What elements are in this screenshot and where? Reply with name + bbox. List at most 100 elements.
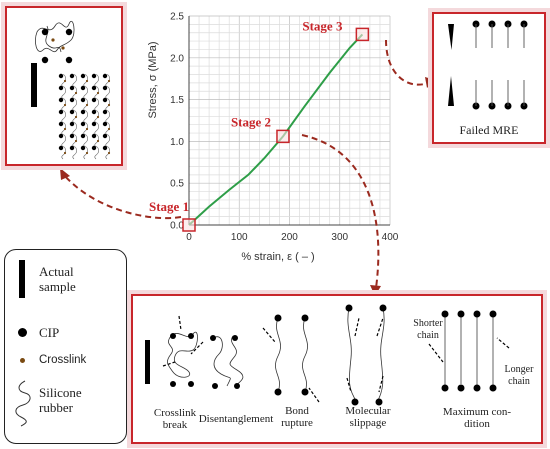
- mechanisms-illustration: [145, 304, 510, 406]
- x-tick-label: 200: [281, 232, 298, 243]
- y-tick-label: 2.5: [170, 12, 184, 23]
- cip-grid: [58, 73, 111, 160]
- arrow-stage2-head: [370, 285, 381, 296]
- crosslink-dot: [107, 127, 111, 131]
- squiggle: [93, 122, 99, 136]
- squiggle: [104, 134, 110, 148]
- cip-dot: [102, 109, 108, 115]
- cip-dot: [58, 73, 64, 79]
- disentanglement-illustration: [210, 335, 244, 389]
- legend-crosslink: Crosslink: [39, 354, 87, 366]
- caption-maximum-condition: Maximum con-dition: [442, 406, 512, 430]
- broken-chains: [472, 20, 528, 110]
- cip-dot: [69, 97, 75, 103]
- black-dot-icon: [18, 328, 27, 337]
- squiggle: [71, 98, 77, 112]
- arrow-stage3-to-panel: [385, 39, 429, 86]
- bond-rupture-illustration: [262, 314, 320, 403]
- cip-dot: [80, 121, 86, 127]
- stage1-inset-panel: [5, 6, 123, 166]
- cip-dot: [80, 85, 86, 91]
- stage-label: Stage 2: [231, 114, 271, 129]
- crosslink-dot: [74, 91, 78, 95]
- y-tick-label: 2.0: [170, 53, 184, 64]
- cip-dot: [91, 85, 97, 91]
- squiggle: [104, 86, 110, 100]
- cip-dot: [58, 145, 64, 151]
- cip-dot: [102, 97, 108, 103]
- squiggle: [71, 74, 77, 88]
- crosslink-dot: [85, 103, 89, 107]
- crosslink-dot: [96, 139, 100, 143]
- stage-marker-box: [355, 27, 370, 42]
- crosslink-dot: [107, 103, 111, 107]
- stage-markers: Stage 1 Stage 2 Stage 3: [149, 18, 370, 232]
- cip-dot: [102, 73, 108, 79]
- cip-dot: [58, 109, 64, 115]
- stage-label: Stage 1: [149, 199, 189, 214]
- cip-dot: [91, 73, 97, 79]
- stage3-inset-panel: Failed MRE: [432, 12, 546, 144]
- cip-dot: [58, 121, 64, 127]
- crosslink-dot: [63, 151, 67, 155]
- y-tick-label: 0.0: [170, 221, 184, 232]
- stage-label: Stage 3: [302, 18, 343, 33]
- y-tick-label: 1.0: [170, 137, 184, 148]
- squiggle: [71, 122, 77, 136]
- stage-marker-box: [276, 129, 290, 144]
- cip-dot: [69, 73, 75, 79]
- legend-cip: CIP: [39, 325, 60, 340]
- chart-grid: [188, 15, 391, 226]
- stress-strain-curve: [188, 33, 364, 226]
- cip-dot: [91, 145, 97, 151]
- cip-dot: [69, 121, 75, 127]
- cip-dot: [80, 73, 86, 79]
- black-bar-icon: [19, 260, 25, 298]
- arrow-stage2-to-panel: [301, 134, 380, 289]
- cip-dot: [69, 133, 75, 139]
- x-axis-label: % strain, ε ( – ): [241, 251, 314, 263]
- y-tick-label: 0.5: [170, 179, 184, 190]
- cip-dot: [91, 109, 97, 115]
- crosslink-dot: [107, 79, 111, 83]
- arrow-stage1-head: [60, 168, 70, 180]
- x-tick-label: 0: [186, 232, 192, 243]
- squiggle: [82, 110, 88, 124]
- molecular-slippage-illustration: [345, 304, 387, 406]
- cip-dot: [91, 97, 97, 103]
- cip-dot: [69, 109, 75, 115]
- x-tick-label: 100: [231, 232, 248, 243]
- broken-sample-top-icon: [448, 24, 454, 50]
- squiggle: [93, 98, 99, 112]
- broken-sample-bottom-icon: [448, 76, 454, 106]
- failed-mre-illustration: [448, 20, 528, 110]
- squiggle: [82, 134, 88, 148]
- cip-dot: [91, 121, 97, 127]
- cip-dot: [80, 97, 86, 103]
- crosslink-dot: [107, 151, 111, 155]
- crosslink-dot: [85, 79, 89, 83]
- squiggle: [82, 86, 88, 100]
- x-tick-label: 300: [331, 232, 348, 243]
- squiggle: [60, 86, 66, 100]
- cip-dot: [102, 133, 108, 139]
- squiggle: [71, 146, 77, 160]
- squiggle: [60, 110, 66, 124]
- y-tick-label: 1.5: [170, 95, 184, 106]
- crosslink-dot: [96, 91, 100, 95]
- crosslink-break-illustration: [162, 315, 204, 387]
- crosslink-dot: [63, 127, 67, 131]
- stage-marker-box: [182, 218, 196, 232]
- cip-dot: [80, 109, 86, 115]
- squiggle: [93, 146, 99, 160]
- maximum-condition-illustration: [428, 310, 510, 392]
- crosslink-dot: [74, 115, 78, 119]
- crosslink-dot: [85, 151, 89, 155]
